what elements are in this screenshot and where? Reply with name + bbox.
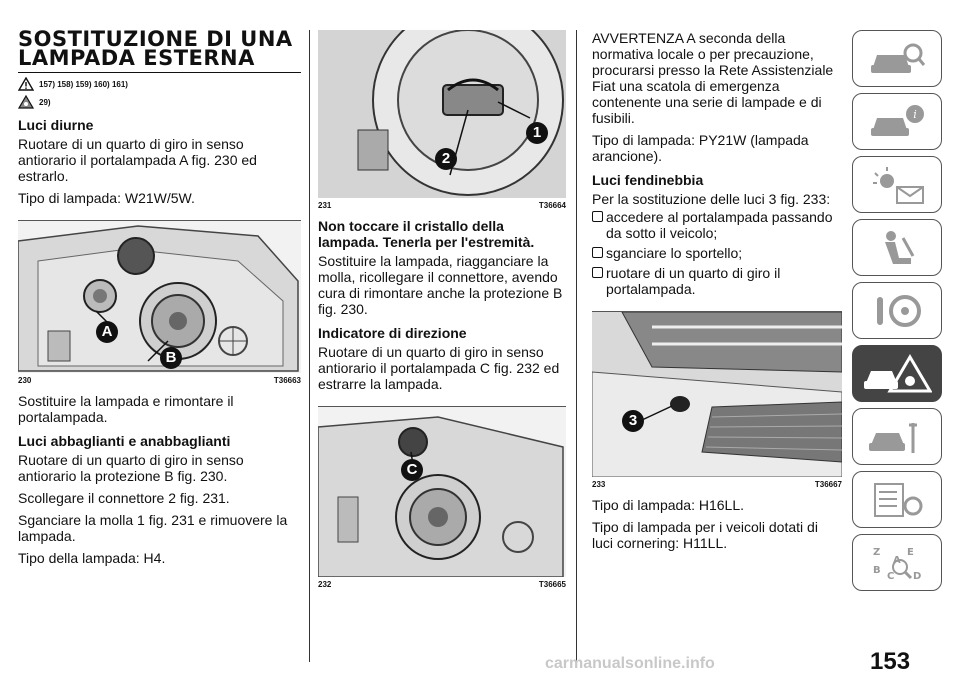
paragraph: Tipo di lampada: PY21W (lampada arancion… [592, 132, 809, 164]
fog-light-illustration [592, 312, 842, 477]
caution-icon [18, 95, 34, 109]
tab-steering-key[interactable] [852, 282, 942, 339]
paragraph: AVVERTENZA A seconda della normativa loc… [592, 30, 834, 126]
svg-text:C: C [887, 571, 894, 582]
svg-text:D: D [913, 571, 921, 582]
car-info-icon: i [871, 104, 924, 136]
list-item: ruotare di un quarto di giro il portalam… [592, 265, 842, 297]
steering-key-icon [877, 294, 921, 327]
figure-code: T36667 [814, 480, 842, 489]
bulb-spring-illustration [318, 30, 566, 198]
figure-caption: 230 T36663 [18, 376, 301, 385]
figure-caption: 231 T36664 [318, 201, 566, 210]
tab-car-info[interactable]: i [852, 93, 942, 150]
paragraph: Ruotare di un quarto di giro in senso an… [18, 452, 244, 484]
settings-list-icon [874, 482, 923, 517]
paragraph: Sostituire la lampada, riagganciare la m… [318, 253, 563, 317]
callout-a: A [96, 321, 118, 343]
figure-number: 232 [318, 580, 332, 589]
tab-car-tools[interactable] [852, 408, 942, 465]
paragraph: Tipo della lampada: H4. [18, 550, 166, 566]
heading-note: Non toccare il cristallo della lampada. … [318, 218, 535, 250]
callout-b: B [160, 347, 182, 369]
heading-indicatore: Indicatore di direzione [318, 325, 467, 341]
callout-2: 2 [435, 148, 457, 170]
paragraph: Sostituire la lampada e rimontare il por… [18, 393, 234, 425]
column-divider [309, 30, 310, 662]
figure-233: 3 [592, 311, 842, 477]
paragraph: Tipo di lampada: W21W/5W. [18, 190, 195, 206]
caution-reference: 29) [18, 95, 301, 109]
figure-caption: 233 T36667 [592, 480, 842, 489]
tab-seat-airbag[interactable] [852, 219, 942, 276]
paragraph: Scollegare il connettore 2 fig. 231. [18, 490, 230, 506]
figure-230: A B [18, 220, 301, 373]
heading-fendinebbia: Luci fendinebbia [592, 172, 704, 188]
figure-number: 230 [18, 376, 32, 385]
figure-code: T36664 [538, 201, 566, 210]
paragraph: Sganciare la molla 1 fig. 231 e rimuover… [18, 512, 288, 544]
column-1: SOSTITUZIONE DI UNA LAMPADA ESTERNA 157)… [18, 27, 301, 572]
callout-c: C [401, 459, 423, 481]
paragraph: Per la sostituzione delle luci 3 fig. 23… [592, 191, 831, 207]
bullet-box-icon [592, 247, 603, 258]
watermark: carmanualsonline.info [545, 655, 715, 672]
tab-settings-list[interactable] [852, 471, 942, 528]
car-search-icon [871, 43, 926, 73]
page-number: 153 [870, 648, 911, 675]
warning-icon [18, 77, 34, 91]
car-emergency-icon [864, 353, 932, 392]
seat-airbag-icon [885, 230, 915, 264]
svg-text:B: B [873, 565, 881, 576]
figure-231: 1 2 [318, 30, 566, 198]
bullet-box-icon [592, 267, 603, 278]
column-3: AVVERTENZA A seconda della normativa loc… [592, 30, 842, 557]
headlamp-rear-illustration [18, 225, 299, 372]
tab-warning-lights[interactable] [852, 156, 942, 213]
car-tools-icon [869, 422, 917, 453]
column-2: 1 2 231 T36664 Non toccare il cristallo … [318, 30, 566, 597]
svg-text:E: E [907, 547, 914, 558]
paragraph: Tipo di lampada: H16LL. [592, 497, 745, 513]
warning-reference: 157) 158) 159) 160) 161) [18, 77, 301, 91]
figure-code: T36665 [538, 580, 566, 589]
paragraph: Ruotare di un quarto di giro in senso an… [18, 136, 257, 184]
title-rule [18, 72, 301, 73]
figure-232: C [318, 406, 566, 577]
tab-car-emergency[interactable] [852, 345, 942, 402]
warning-lights-icon [873, 166, 924, 204]
page-title: SOSTITUZIONE DI UNA LAMPADA ESTERNA [18, 27, 293, 70]
column-divider [576, 30, 577, 662]
list-item: accedere al portalampada passando da sot… [592, 209, 842, 241]
paragraph: Tipo di lampada per i veicoli dotati di … [592, 519, 818, 551]
list-item: sganciare lo sportello; [592, 245, 842, 261]
indicator-holder-illustration [318, 416, 564, 577]
callout-3: 3 [622, 410, 644, 432]
callout-1: 1 [526, 122, 548, 144]
figure-number: 233 [592, 480, 606, 489]
figure-caption: 232 T36665 [318, 580, 566, 589]
figure-code: T36663 [273, 376, 301, 385]
bullet-box-icon [592, 211, 603, 222]
heading-luci-diurne: Luci diurne [18, 117, 94, 133]
svg-text:Z: Z [873, 547, 880, 558]
svg-text:i: i [913, 108, 917, 121]
tab-car-search[interactable] [852, 30, 942, 87]
figure-number: 231 [318, 201, 332, 210]
heading-abbaglianti: Luci abbaglianti e anabbaglianti [18, 433, 231, 449]
paragraph: Ruotare di un quarto di giro in senso an… [318, 344, 560, 392]
